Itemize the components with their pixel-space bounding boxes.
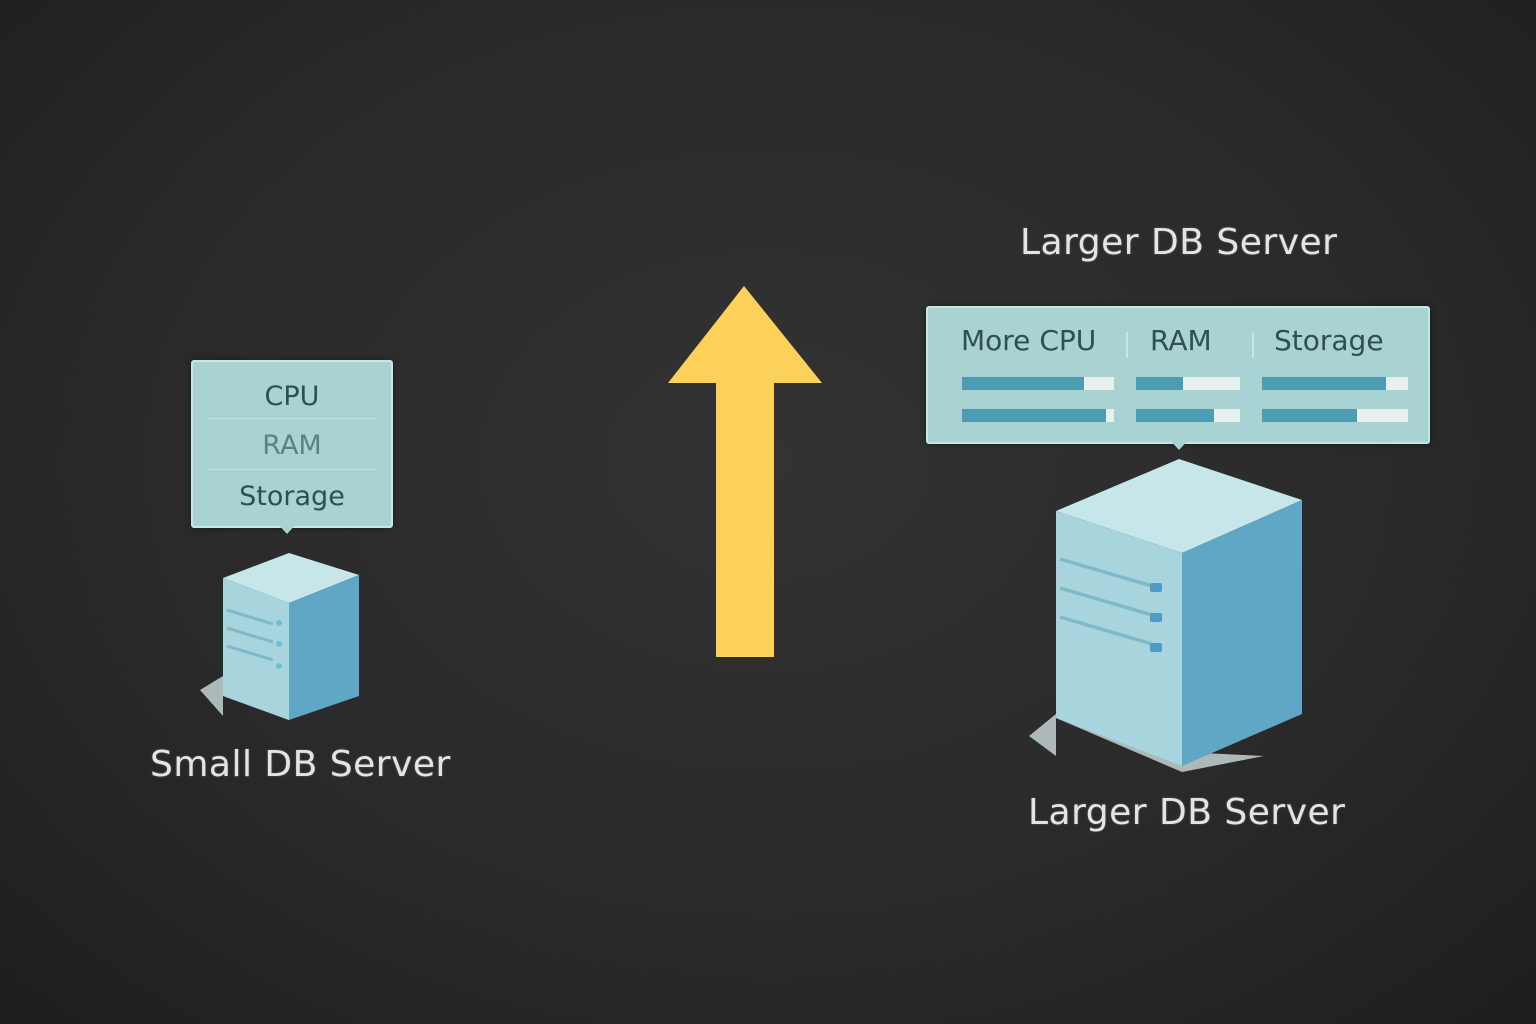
large-spec-callout: More CPU RAM Storage — [926, 306, 1430, 444]
ram-bar-2 — [1136, 409, 1240, 422]
small-spec-ram: RAM — [262, 429, 322, 461]
large-spec-separator — [1252, 332, 1254, 358]
large-spec-storage: Storage — [1274, 324, 1384, 357]
scale-up-arrow-icon — [668, 286, 822, 657]
small-spec-storage: Storage — [239, 480, 345, 512]
small-spec-divider — [209, 469, 375, 470]
ram-bar-1 — [1136, 377, 1240, 390]
large-spec-cpu: More CPU — [961, 324, 1097, 357]
small-spec-cpu: CPU — [264, 380, 320, 412]
ram-bar-1-fill — [1136, 377, 1183, 390]
storage-bar-2 — [1262, 409, 1408, 422]
large-callout-pointer — [1168, 438, 1190, 450]
large-spec-ram: RAM — [1150, 324, 1212, 357]
cpu-bar-1 — [962, 377, 1114, 390]
small-callout-pointer — [276, 522, 298, 534]
ram-bar-2-fill — [1136, 409, 1214, 422]
larger-server-label: Larger DB Server — [1028, 792, 1346, 833]
cpu-bar-2 — [962, 409, 1114, 422]
cpu-bar-2-fill — [962, 409, 1107, 422]
larger-server-icon — [1029, 459, 1302, 772]
cpu-bar-1-fill — [962, 377, 1084, 390]
storage-bar-1-fill — [1262, 377, 1387, 390]
storage-bar-2-fill — [1262, 409, 1357, 422]
small-server-icon — [200, 553, 359, 720]
small-spec-divider — [209, 418, 375, 419]
larger-server-title: Larger DB Server — [1020, 222, 1338, 263]
storage-bar-1 — [1262, 377, 1408, 390]
small-server-label: Small DB Server — [150, 744, 451, 785]
large-spec-separator — [1126, 332, 1128, 358]
small-spec-callout: CPU RAM Storage — [191, 360, 393, 528]
